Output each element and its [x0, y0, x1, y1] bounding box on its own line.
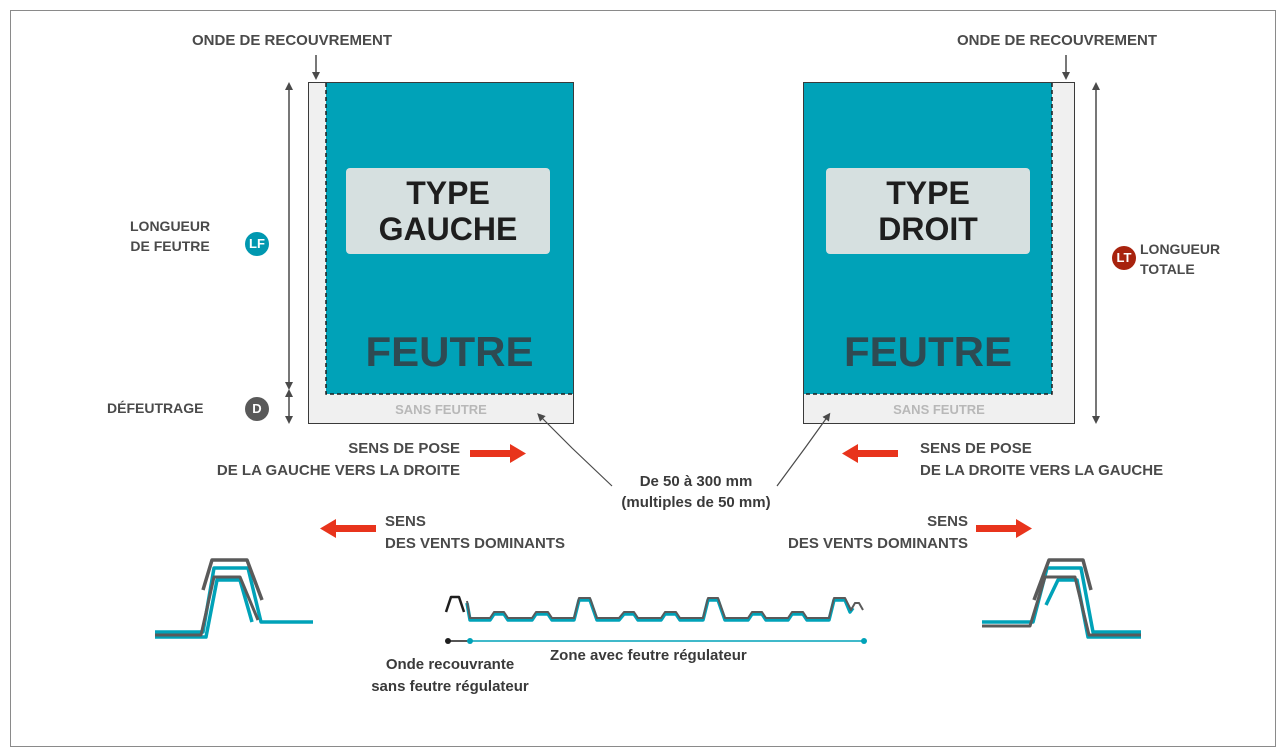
laying-left-line1: SENS DE POSE: [348, 440, 460, 457]
total-length-line1: LONGUEUR: [1140, 241, 1221, 257]
right-type-line2: DROIT: [878, 211, 978, 247]
right-type-box: TYPE DROIT: [826, 168, 1030, 254]
felt-length-label: LONGUEUR DE FEUTRE: [130, 216, 210, 256]
laying-left-line2: DE LA GAUCHE VERS LA DROITE: [216, 462, 460, 479]
zone-indicator: [445, 638, 867, 644]
overlap-wave-note: Onde recouvrante sans feutre régulateur: [340, 654, 560, 698]
center-sheet-profile: [444, 595, 864, 622]
right-felt-label: FEUTRE: [844, 328, 1012, 375]
laying-arrow-left: [842, 444, 898, 463]
wind-left-line2: DES VENTS DOMINANTS: [385, 535, 566, 552]
wind-arrow-left: [320, 519, 376, 538]
overlap-wave-note-line2: sans feutre régulateur: [371, 678, 529, 695]
range-note-line1: De 50 à 300 mm: [639, 473, 753, 490]
left-felt-label: FEUTRE: [365, 328, 534, 375]
felt-zone-note: Zone avec feutre régulateur: [550, 647, 747, 664]
left-type-line1: TYPE: [406, 175, 490, 211]
lt-badge: LT: [1112, 246, 1136, 270]
laying-right-line1: SENS DE POSE: [920, 440, 1032, 457]
d-badge: D: [245, 397, 269, 421]
laying-right-to-left-label: SENS DE POSE DE LA DROITE VERS LA GAUCHE: [920, 438, 1163, 482]
defelting-label: DÉFEUTRAGE: [107, 400, 204, 416]
laying-left-to-right-label: SENS DE POSE DE LA GAUCHE VERS LA DROITE: [160, 438, 460, 482]
wind-right-line1: SENS: [927, 513, 968, 530]
left-range-leader: [537, 413, 613, 487]
overlap-wave-label-right: ONDE DE RECOUVREMENT: [957, 32, 1158, 49]
wind-right-line2: DES VENTS DOMINANTS: [787, 535, 968, 552]
left-type-box: TYPE GAUCHE: [346, 168, 550, 254]
overlap-wave-note-line1: Onde recouvrante: [385, 656, 515, 673]
felt-length-line2: DE FEUTRE: [130, 238, 210, 254]
range-note: De 50 à 300 mm (multiples de 50 mm): [565, 471, 827, 513]
total-length-line2: TOTALE: [1140, 261, 1195, 277]
wind-left-line1: SENS: [385, 513, 426, 530]
left-type-line2: GAUCHE: [378, 211, 518, 247]
range-note-line2: (multiples de 50 mm): [621, 494, 771, 511]
right-type-line1: TYPE: [886, 175, 970, 211]
right-range-leader: [776, 412, 831, 487]
wind-arrow-right: [976, 519, 1032, 538]
overlap-wave-label-left: ONDE DE RECOUVREMENT: [192, 32, 393, 49]
laying-right-line2: DE LA DROITE VERS LA GAUCHE: [920, 462, 1164, 479]
lf-badge: LF: [245, 232, 269, 256]
wind-right-label: SENS DES VENTS DOMINANTS: [720, 511, 968, 555]
right-felt-dashed-border: [804, 83, 1053, 395]
felt-length-line1: LONGUEUR: [130, 218, 211, 234]
right-no-felt-label: SANS FEUTRE: [893, 402, 985, 417]
laying-arrow-right: [470, 444, 526, 463]
total-length-label: LONGUEUR TOTALE: [1140, 239, 1220, 279]
left-no-felt-label: SANS FEUTRE: [395, 402, 487, 417]
left-overlap-profile: [155, 558, 313, 639]
right-overlap-profile: [982, 558, 1141, 639]
left-felt-dashed-border: [325, 83, 573, 395]
wind-left-label: SENS DES VENTS DOMINANTS: [385, 511, 565, 555]
